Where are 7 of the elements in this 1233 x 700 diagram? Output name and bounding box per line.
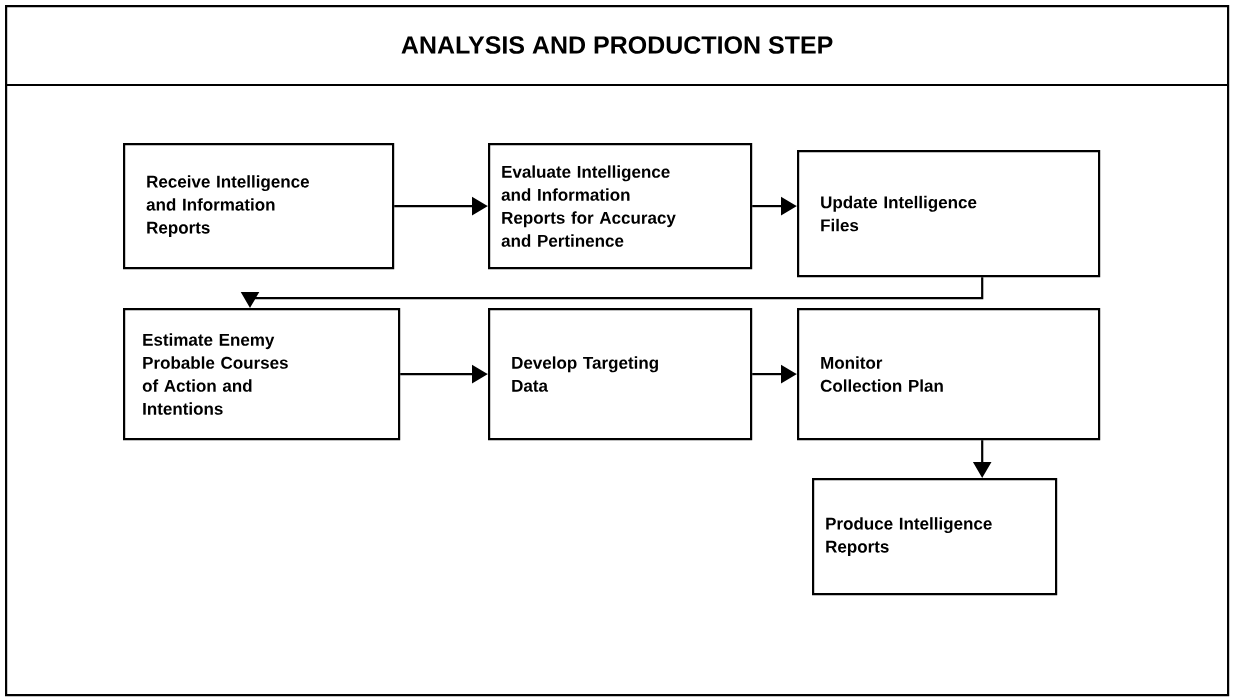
process-box: Estimate Enemy Probable Courses of Action and Intentions	[123, 308, 401, 441]
process-box: Develop Targeting Data	[488, 308, 753, 441]
process-box: Produce Intelligence Reports	[812, 478, 1058, 596]
process-box: Receive Intelligence and Information Reports	[123, 143, 395, 270]
process-box: Monitor Collection Plan	[797, 308, 1101, 441]
process-box: Evaluate Intelligence and Information Reports for Accuracy and Pertinence	[488, 143, 753, 270]
process-box: Update Intelligence Files	[797, 150, 1101, 278]
